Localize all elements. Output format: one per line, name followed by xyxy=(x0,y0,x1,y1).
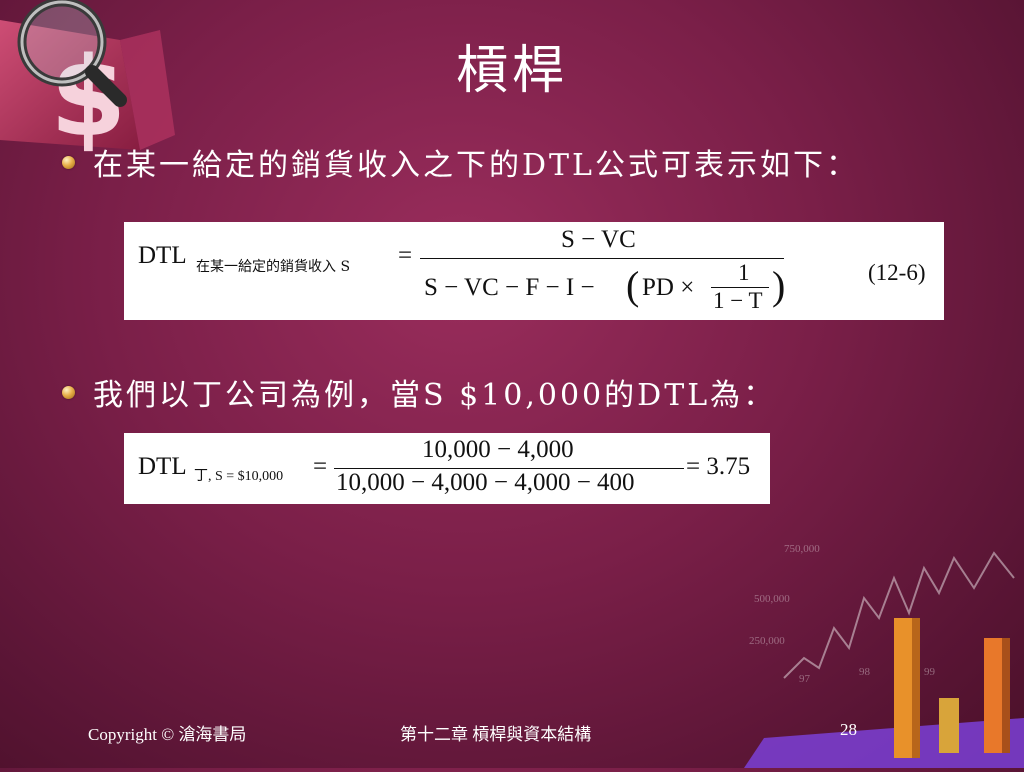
footer-copyright: Copyright © 滄海書局 xyxy=(88,725,247,744)
equation-number: (12-6) xyxy=(868,260,926,285)
footer-chapter: 第十二章 槓桿與資本結構 xyxy=(400,725,592,744)
chart-label: 750,000 xyxy=(784,543,820,555)
formula-lhs: DTL xyxy=(138,242,187,269)
chart-decoration: 750,000 500,000 250,000 97 98 99 xyxy=(724,538,1024,768)
formula-subscript: 丁, S = $10,000 xyxy=(194,469,284,484)
fraction-bar xyxy=(420,258,784,259)
slide-title: 槓桿 xyxy=(455,41,568,101)
formula-inner-denominator: 1 − T xyxy=(713,288,763,313)
formula-dtl-example: DTL 丁, S = $10,000 = 10,000 − 4,000 10,0… xyxy=(124,433,770,504)
inner-fraction-bar xyxy=(711,287,769,288)
bullet-text: 在某一給定的銷貨收入之下的DTL公式可表示如下： xyxy=(93,148,859,183)
formula-numerator: S − VC xyxy=(561,226,636,253)
formula-denominator: S − VC − F − I − xyxy=(424,274,595,301)
footer-page-number: 28 xyxy=(840,720,857,739)
magnifier-dollar-icon: $ xyxy=(0,0,175,161)
chart-label: 97 xyxy=(799,673,810,685)
formula-lhs: DTL xyxy=(138,453,187,480)
chart-label: 99 xyxy=(924,666,935,678)
bullet-text: 我們以丁公司為例，當S $10,000的DTL為： xyxy=(93,378,777,413)
bar-chart-icon xyxy=(744,551,1024,768)
formula-equals: = xyxy=(398,242,413,269)
chart-label: 98 xyxy=(859,666,870,678)
bullet-item: 我們以丁公司為例，當S $10,000的DTL為： xyxy=(62,370,776,414)
paren-close: ) xyxy=(772,263,786,308)
bullet-icon xyxy=(62,385,75,399)
formula-result: = 3.75 xyxy=(686,453,751,480)
bullet-icon xyxy=(62,155,75,169)
paren-open: ( xyxy=(626,263,640,308)
formula-dtl-general: DTL 在某一給定的銷貨收入 S = S − VC S − VC − F − I… xyxy=(124,222,944,320)
formula-numerator: 10,000 − 4,000 xyxy=(422,436,574,463)
chart-label: 250,000 xyxy=(749,635,785,647)
formula-equals: = xyxy=(313,453,328,480)
bullet-item: 在某一給定的銷貨收入之下的DTL公式可表示如下： xyxy=(62,140,859,184)
fraction-bar xyxy=(334,468,684,469)
formula-denominator: 10,000 − 4,000 − 4,000 − 400 xyxy=(336,469,635,496)
chart-label: 500,000 xyxy=(754,593,790,605)
formula-subscript: 在某一給定的銷貨收入 S xyxy=(196,259,351,275)
formula-pd: PD × xyxy=(642,274,695,301)
formula-inner-numerator: 1 xyxy=(738,260,750,285)
